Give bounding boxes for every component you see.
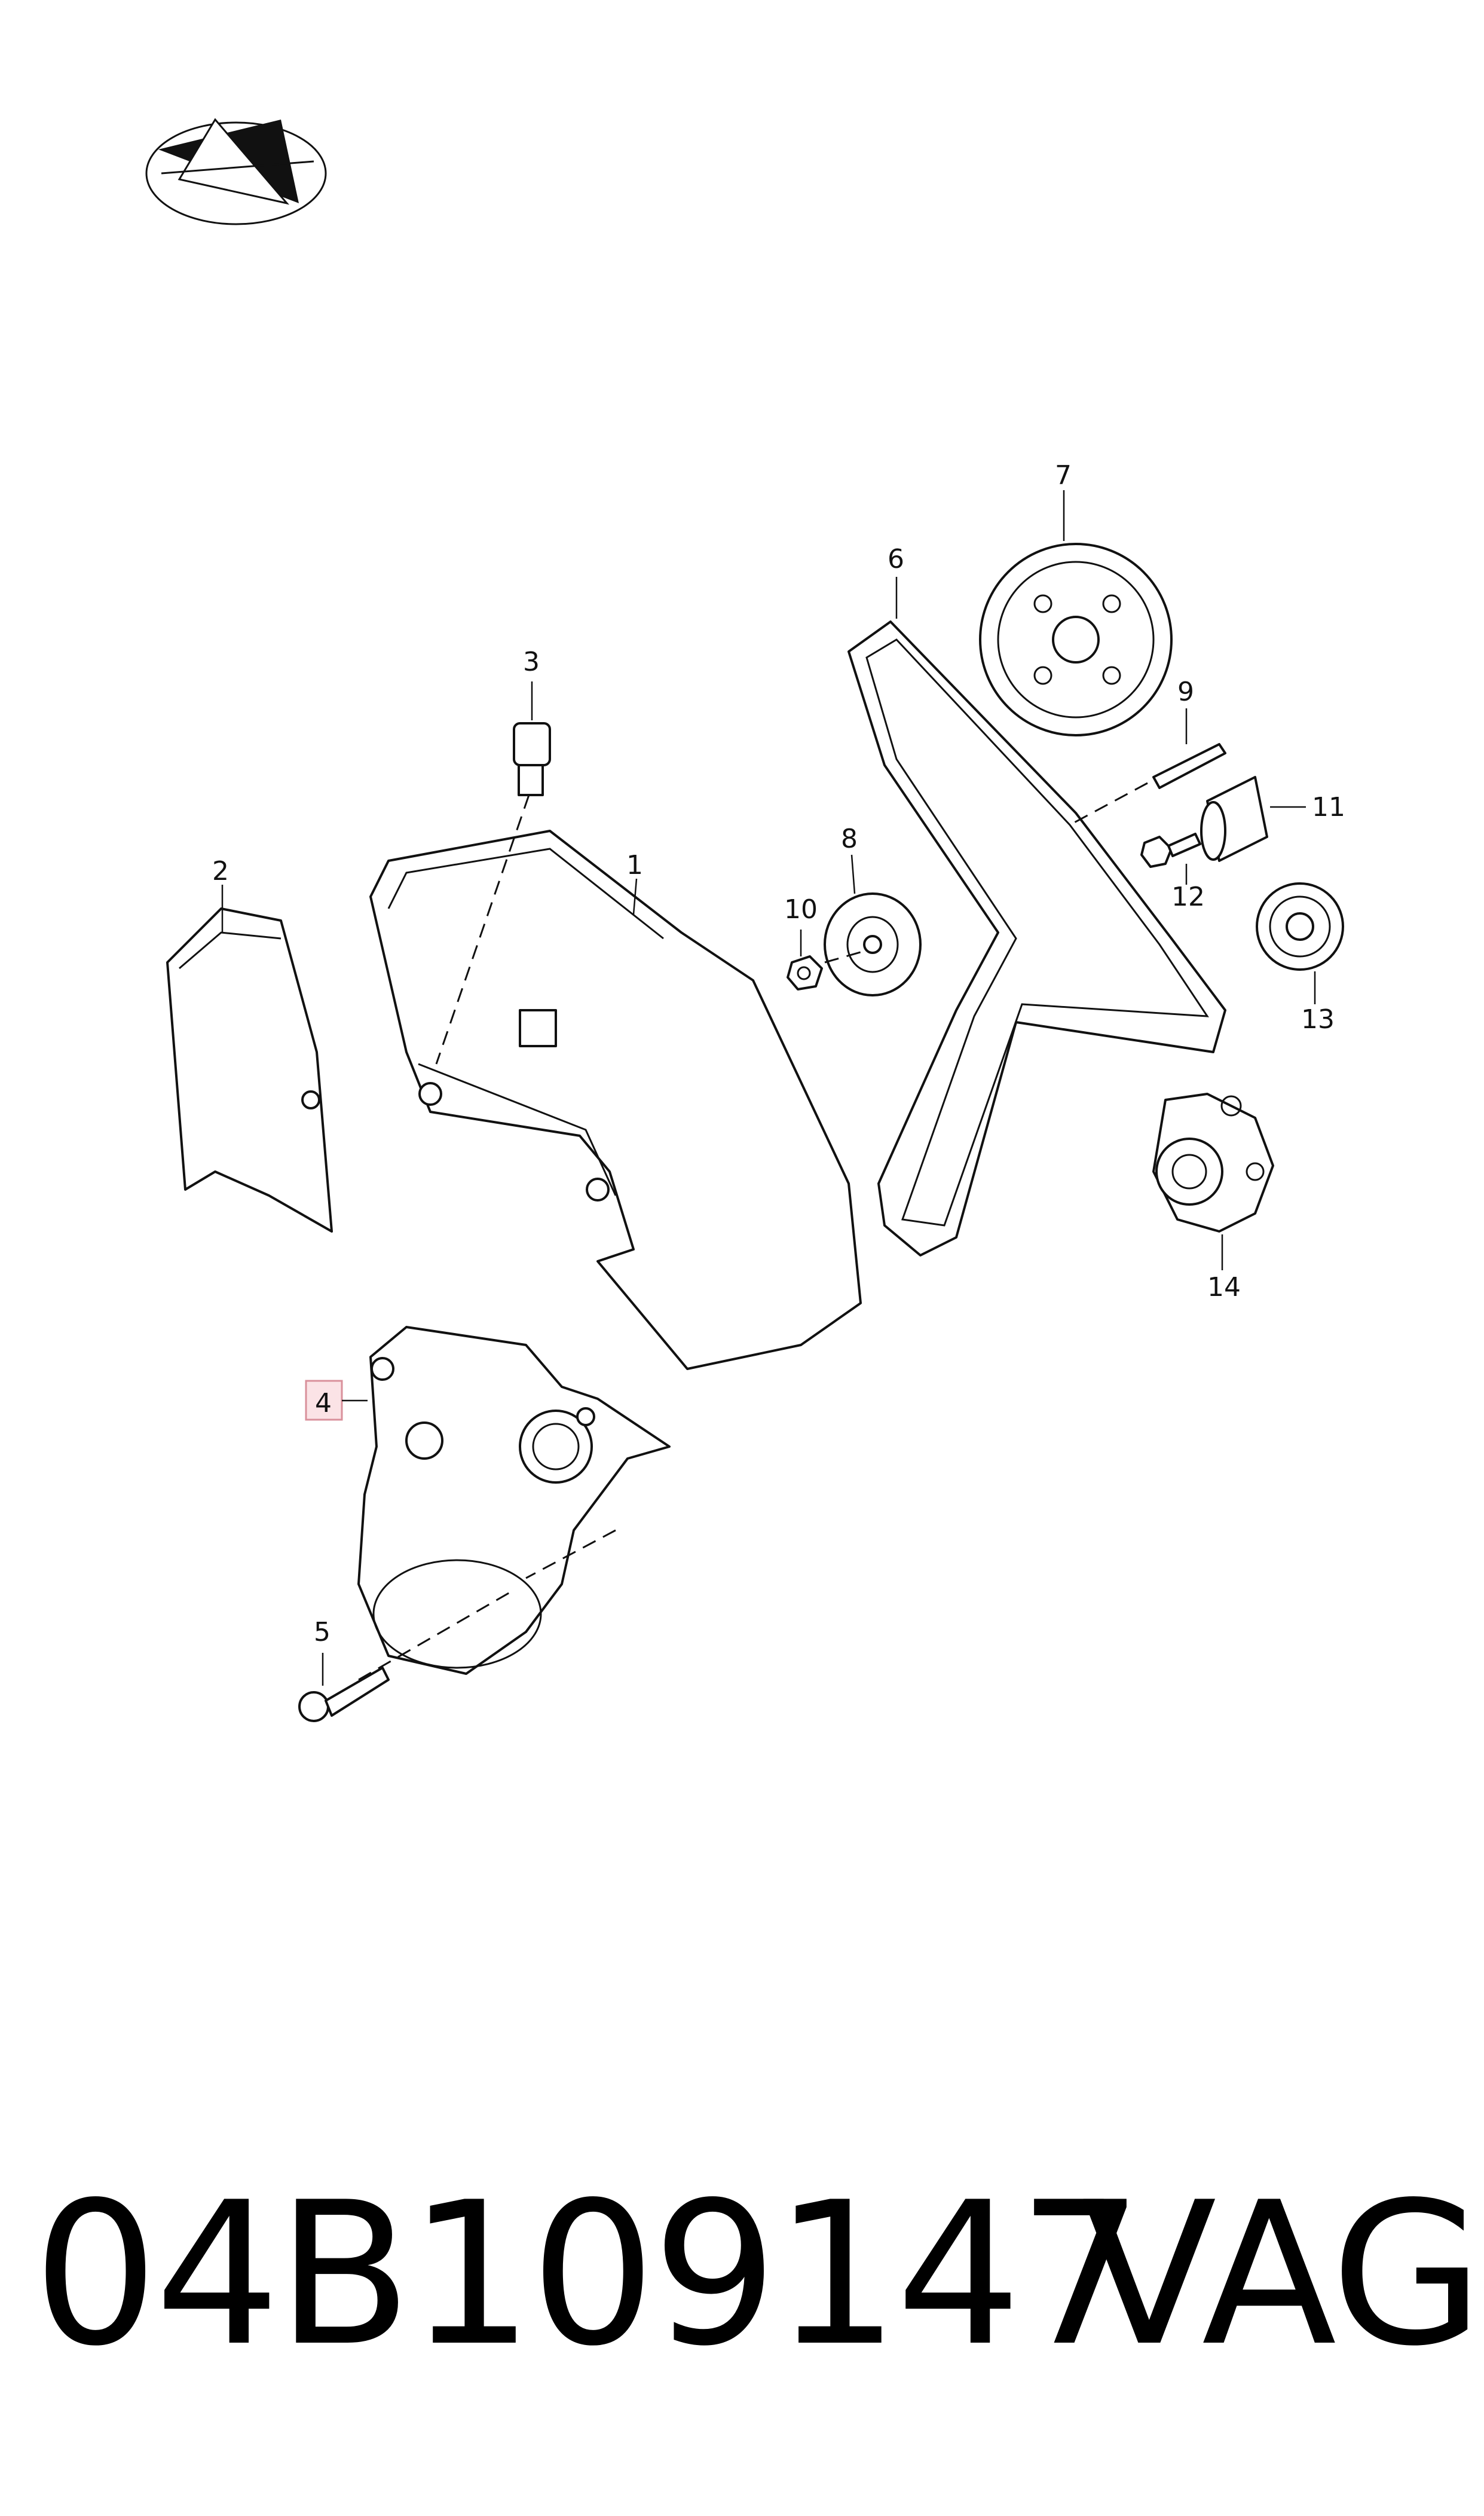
callout-3: 3 xyxy=(523,647,540,720)
callout-9: 9 xyxy=(1177,677,1194,744)
brand-text: VAG xyxy=(1082,2160,1483,2389)
svg-text:5: 5 xyxy=(314,1617,331,1647)
svg-text:4: 4 xyxy=(315,1388,332,1419)
side-cover xyxy=(166,907,333,1233)
timing-belt xyxy=(847,620,1226,1257)
callout-8: 8 xyxy=(841,824,858,894)
callout-6: 6 xyxy=(888,544,904,619)
callout-13: 13 xyxy=(1301,971,1335,1035)
callout-2: 2 xyxy=(212,856,229,933)
svg-text:12: 12 xyxy=(1171,882,1205,912)
compass-emblem-icon xyxy=(145,118,327,225)
svg-text:14: 14 xyxy=(1207,1272,1241,1303)
svg-text:1: 1 xyxy=(626,850,643,881)
callout-7: 7 xyxy=(1055,460,1072,541)
svg-text:9: 9 xyxy=(1177,677,1194,707)
water-pump xyxy=(1152,1093,1274,1233)
callout-14: 14 xyxy=(1207,1234,1241,1303)
callout-5: 5 xyxy=(314,1617,331,1686)
svg-text:7: 7 xyxy=(1055,460,1072,491)
callout-4[interactable]: 4 xyxy=(305,1380,368,1421)
svg-text:6: 6 xyxy=(888,544,904,574)
lower-timing-cover xyxy=(357,1326,671,1675)
highlight-box xyxy=(305,1380,343,1421)
stud-bolt xyxy=(1069,743,1226,826)
svg-text:3: 3 xyxy=(523,647,540,677)
svg-text:11: 11 xyxy=(1312,792,1345,823)
callout-1: 1 xyxy=(626,850,643,915)
upper-timing-cover xyxy=(369,830,862,1370)
callout-11: 11 xyxy=(1270,792,1345,823)
camshaft-sprocket xyxy=(979,543,1173,736)
callout-12: 12 xyxy=(1171,864,1205,912)
crankshaft-sprocket xyxy=(1256,882,1344,971)
idler-bushing xyxy=(1200,776,1268,862)
small-bolt xyxy=(1140,833,1201,868)
long-bolt xyxy=(298,1589,515,1722)
part-number-text: 04B109147 xyxy=(33,2160,1143,2389)
callout-10: 10 xyxy=(784,894,818,956)
svg-text:2: 2 xyxy=(212,856,229,886)
svg-text:13: 13 xyxy=(1301,1004,1335,1035)
tensioner-roller xyxy=(824,892,922,996)
cover-bolt xyxy=(435,722,551,1065)
svg-text:8: 8 xyxy=(841,824,858,854)
svg-text:10: 10 xyxy=(784,894,818,925)
hex-nut xyxy=(787,949,867,990)
